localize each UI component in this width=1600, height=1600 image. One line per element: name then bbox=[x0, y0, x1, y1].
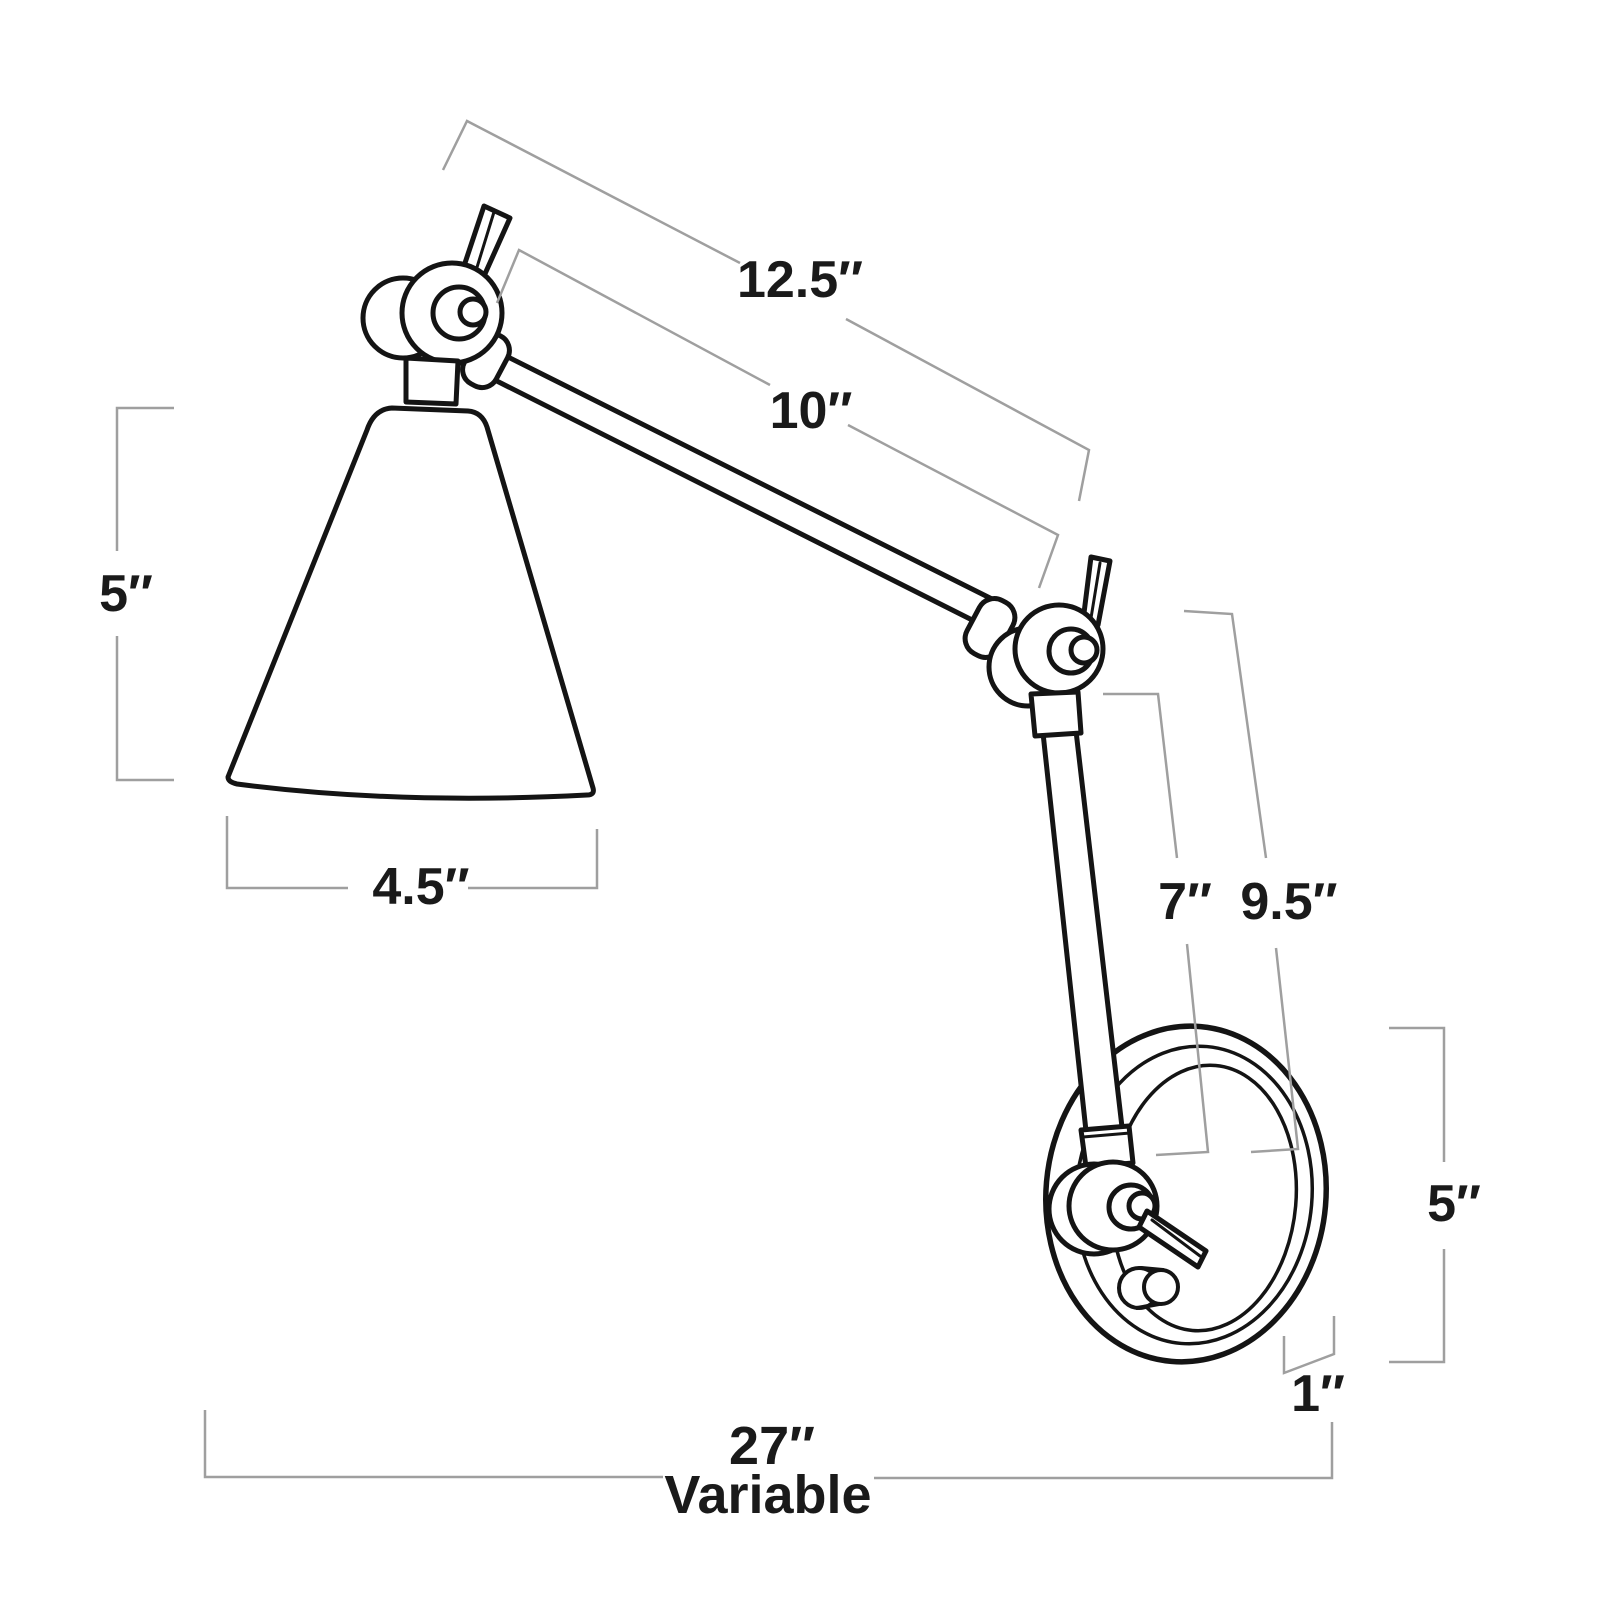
dim-line-max-extension bbox=[203, 1410, 1334, 1480]
fixture-line-art bbox=[225, 203, 1329, 1365]
dim-line-upper-arm-rod bbox=[495, 248, 1060, 589]
upper-arm-tube bbox=[456, 336, 1009, 634]
dimension-labels: 12.5″ 10″ 5″ 4.5″ 7″ 9.5″ 5″ 1″ 27″ Vari… bbox=[99, 251, 1481, 1525]
switch-knob-top-edge bbox=[1139, 1266, 1165, 1272]
dim-label-backplate-depth: 1″ bbox=[1291, 1365, 1345, 1423]
backplate-swivel bbox=[1046, 1123, 1209, 1310]
dim-label-lower-arm-overall: 9.5″ bbox=[1240, 873, 1337, 931]
swivel-lever bbox=[1136, 1208, 1209, 1270]
dim-line-backplate-diameter bbox=[1389, 1026, 1446, 1364]
dim-label-shade-height: 5″ bbox=[99, 565, 153, 623]
dim-label-shade-opening: 4.5″ bbox=[372, 858, 469, 916]
dimension-lines bbox=[115, 119, 1446, 1480]
dim-line-shade-height bbox=[115, 406, 174, 782]
dim-line-upper-arm-overall bbox=[441, 119, 1091, 502]
shade-neck bbox=[403, 355, 461, 407]
dim-label-upper-arm-overall: 12.5″ bbox=[737, 251, 863, 309]
ferrule-seam bbox=[1081, 1131, 1132, 1139]
dim-label-upper-arm-rod: 10″ bbox=[770, 382, 853, 440]
elbow-neck bbox=[1028, 689, 1084, 739]
dim-label-lower-arm-rod: 7″ bbox=[1158, 873, 1212, 931]
top-joint bbox=[360, 203, 513, 407]
dim-label-max-extension-note: Variable bbox=[664, 1465, 871, 1525]
switch-knob-bottom-edge bbox=[1135, 1302, 1161, 1310]
switch-knob-tip bbox=[1142, 1268, 1180, 1306]
dim-label-max-extension: 27″ bbox=[729, 1416, 815, 1476]
dim-line-backplate-depth bbox=[1282, 1316, 1336, 1375]
swivel-lever-ridge bbox=[1150, 1218, 1202, 1258]
elbow-joint bbox=[986, 602, 1106, 739]
dim-line-lower-arm-overall bbox=[1183, 609, 1300, 1154]
top-joint-knob bbox=[457, 296, 489, 328]
lower-arm-tube bbox=[1040, 728, 1125, 1134]
wall-backplate bbox=[1043, 1023, 1329, 1365]
dim-line-lower-arm-rod bbox=[1103, 692, 1210, 1157]
dim-label-backplate-diameter: 5″ bbox=[1427, 1175, 1481, 1233]
top-joint-lever-ridge bbox=[472, 210, 496, 279]
elbow-knob bbox=[1068, 634, 1100, 666]
elbow-lever-ridge bbox=[1089, 561, 1102, 620]
lamp-shade bbox=[225, 405, 596, 801]
dim-line-shade-opening bbox=[225, 816, 599, 890]
